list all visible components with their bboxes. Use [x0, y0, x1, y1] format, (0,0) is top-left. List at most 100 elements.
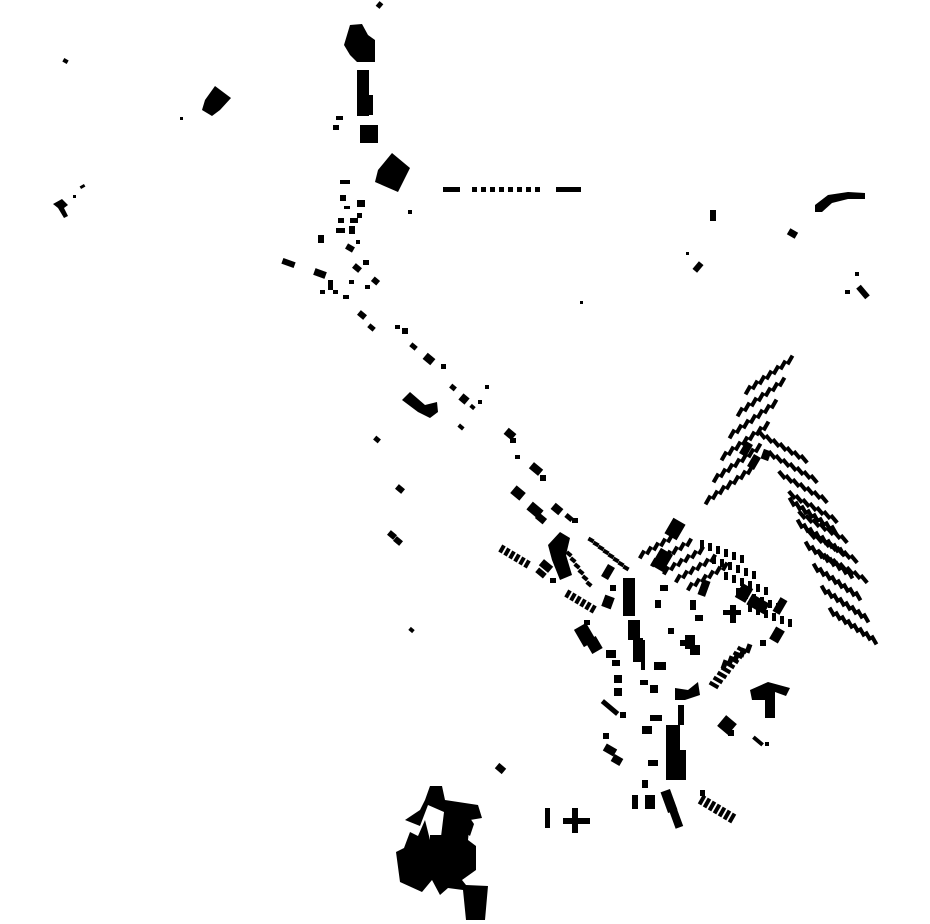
building: [685, 635, 695, 649]
building: [724, 549, 728, 557]
building: [755, 408, 765, 420]
building: [565, 550, 573, 558]
building: [671, 545, 679, 556]
building: [819, 584, 829, 596]
building: [690, 645, 700, 655]
building: [757, 429, 767, 441]
building: [660, 585, 668, 591]
building: [849, 553, 859, 565]
building: [822, 509, 832, 521]
building: [734, 583, 754, 603]
building: [356, 240, 360, 244]
building: [761, 420, 771, 432]
building: [732, 575, 736, 583]
building: [815, 548, 825, 560]
building: [523, 559, 531, 569]
building: [712, 675, 724, 685]
building: [614, 688, 622, 696]
building: [711, 472, 721, 484]
building: [725, 462, 735, 474]
building: [708, 543, 712, 551]
building: [778, 441, 788, 453]
building: [740, 435, 750, 447]
building: [678, 705, 684, 725]
building: [587, 536, 595, 544]
building: [852, 569, 862, 581]
building: [769, 626, 785, 644]
building: [478, 400, 482, 404]
building: [764, 433, 774, 445]
building: [716, 546, 720, 554]
building: [681, 569, 689, 580]
building: [720, 659, 729, 670]
building: [769, 398, 779, 410]
building: [614, 675, 622, 683]
building: [360, 125, 378, 143]
building: [580, 301, 583, 304]
building: [345, 243, 355, 253]
building: [833, 610, 843, 622]
building: [829, 524, 839, 536]
building: [518, 556, 526, 566]
building: [535, 187, 540, 192]
building: [700, 540, 704, 548]
building: [748, 604, 752, 612]
building: [363, 260, 369, 265]
building: [795, 518, 805, 530]
building: [793, 500, 803, 512]
building: [695, 561, 703, 572]
building: [526, 187, 531, 192]
building: [785, 354, 795, 366]
building: [572, 518, 578, 523]
building: [803, 540, 813, 552]
building: [798, 481, 808, 493]
building: [402, 392, 438, 418]
building: [720, 559, 724, 567]
building: [748, 413, 758, 425]
building: [422, 352, 436, 366]
building: [344, 206, 350, 209]
building: [408, 210, 412, 214]
building: [472, 187, 477, 192]
building: [735, 406, 745, 418]
building: [740, 555, 744, 563]
building: [620, 712, 626, 718]
building: [819, 534, 829, 546]
building: [550, 502, 564, 516]
building: [726, 655, 735, 666]
building: [856, 284, 870, 300]
building: [841, 582, 851, 594]
building: [659, 537, 667, 548]
building: [612, 660, 620, 666]
building: [712, 803, 722, 815]
building: [772, 597, 788, 615]
building: [831, 542, 841, 554]
building: [707, 569, 715, 580]
building: [757, 374, 767, 386]
building: [748, 581, 752, 589]
building: [738, 469, 748, 481]
building: [746, 593, 770, 615]
building: [633, 650, 643, 662]
building: [370, 276, 381, 286]
building: [572, 808, 578, 833]
building: [827, 606, 837, 618]
building: [458, 812, 474, 836]
building: [202, 86, 231, 116]
building: [650, 547, 674, 573]
building: [714, 565, 722, 576]
building: [645, 545, 653, 556]
building: [690, 549, 698, 560]
building: [632, 795, 638, 809]
building: [787, 489, 797, 501]
building: [485, 385, 489, 389]
building: [721, 561, 729, 572]
building: [678, 541, 686, 552]
building: [652, 541, 660, 552]
building: [692, 261, 704, 273]
building: [859, 573, 869, 585]
building: [747, 430, 757, 442]
building: [801, 522, 811, 534]
building: [756, 584, 760, 592]
